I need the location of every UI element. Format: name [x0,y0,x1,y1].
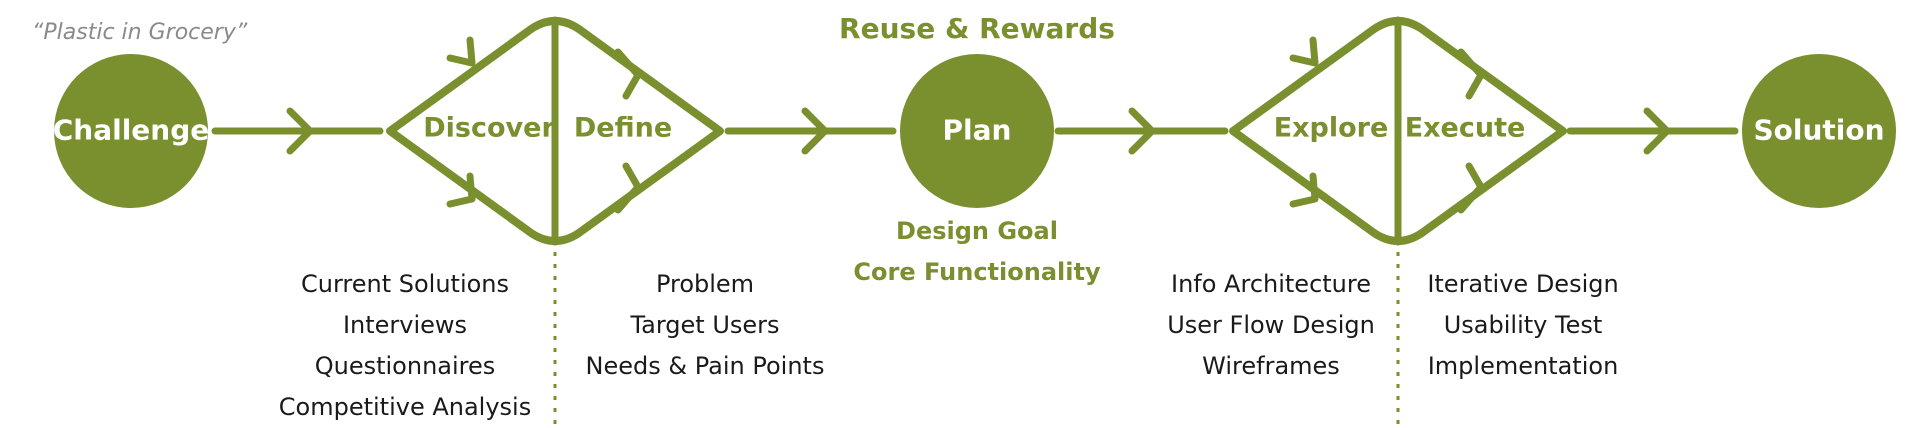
discover-item-list: Current Solutions Interviews Questionnai… [279,264,531,428]
arrow-icon [286,107,314,155]
plan-item: Core Functionality [853,258,1101,286]
arrow-icon [1289,172,1319,208]
define-item: Target Users [630,311,780,339]
explore-label: Explore [1273,112,1389,144]
diamond-shape [386,17,724,245]
arrow-icon [1643,107,1671,155]
challenge-circle [54,54,208,208]
execute-item: Iterative Design [1427,270,1619,298]
diamond-shape [1229,17,1567,245]
define-item: Problem [655,270,755,298]
execute-label: Execute [1404,112,1526,144]
plan-heading: Reuse & Rewards [839,12,1115,45]
explore-item: User Flow Design [1167,311,1375,339]
define-item-list: Problem Target Users Needs & Pain Points [586,264,825,387]
define-item: Needs & Pain Points [585,352,825,380]
discover-item: Interviews [342,311,468,339]
plan-circle [900,54,1054,208]
arrow-icon [1457,48,1485,100]
execute-item: Implementation [1427,352,1619,380]
discover-item: Competitive Analysis [278,393,532,421]
plan-item: Design Goal [896,217,1058,245]
arrow-icon [1289,36,1319,67]
define-label: Define [573,112,673,144]
explore-item: Info Architecture [1171,270,1371,298]
project-quote: “Plastic in Grocery” [32,20,248,45]
arrow-icon [446,36,476,67]
arrow-icon [1128,107,1156,155]
arrow-icon [801,107,829,155]
discover-label: Discover [423,112,555,144]
arrow-icon [614,48,642,100]
arrow-icon [1457,162,1485,214]
arrow-icon [614,162,642,214]
challenge-label: Challenge [52,113,210,147]
execute-item-list: Iterative Design Usability Test Implemen… [1427,264,1618,387]
arrow-icon [446,172,476,208]
solution-circle [1742,54,1896,208]
discover-item: Questionnaires [314,352,496,380]
execute-item: Usability Test [1443,311,1603,339]
plan-item-list: Design Goal Core Functionality [853,211,1100,293]
explore-item: Wireframes [1202,352,1340,380]
explore-item-list: Info Architecture User Flow Design Wiref… [1167,264,1375,387]
discover-item: Current Solutions [300,270,510,298]
solution-label: Solution [1753,113,1885,147]
plan-label: Plan [942,113,1012,147]
